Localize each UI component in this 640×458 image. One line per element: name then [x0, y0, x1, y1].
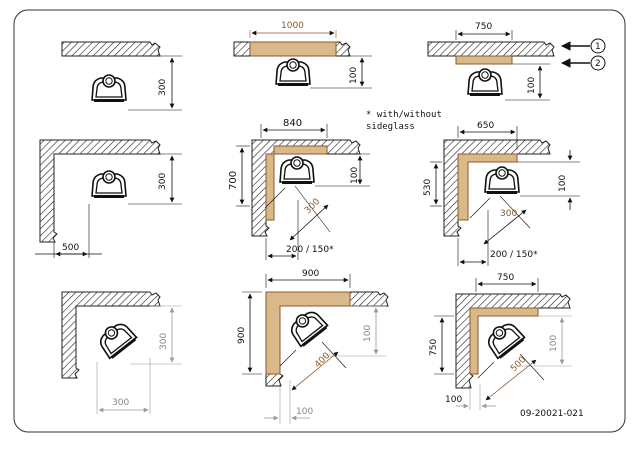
stove-icon — [91, 170, 127, 199]
panel-corner-45-insulated-900: 900 900 100 400 100 — [237, 269, 389, 424]
dimension-label: 500 — [62, 243, 79, 253]
dimension-label: 100 — [445, 395, 462, 405]
dimension-label: 100 — [350, 167, 360, 184]
panel-wall-straight-insulated: 1000 100 — [233, 21, 372, 89]
stove-icon — [481, 316, 527, 361]
dimension-label: 530 — [423, 179, 433, 196]
dimension-label: 900 — [302, 269, 319, 279]
outer-border — [13, 9, 626, 433]
dimension-label: 200 / 150* — [286, 245, 334, 255]
stove-icon — [467, 68, 503, 97]
drawing-code: 09-20021-021 — [520, 409, 584, 419]
dimension-label: 900 — [237, 327, 247, 344]
stove-icon — [279, 156, 315, 185]
dimension-label: 100 — [349, 67, 359, 84]
insulation-plate — [469, 307, 539, 375]
dimension-label: 100 — [549, 335, 559, 352]
dimension-label: 100 — [363, 325, 373, 342]
svg-text:2: 2 — [595, 59, 601, 69]
stove-icon — [93, 316, 139, 361]
stove-icon — [484, 166, 520, 195]
sideglass-note: sideglass — [366, 122, 415, 132]
dimension-label: 750 — [475, 22, 492, 32]
dimension-label: 300 — [158, 79, 168, 96]
panel-corner-insulated-650: 650 530 100 300 200 / 150* — [423, 121, 580, 266]
stove-icon — [284, 304, 330, 349]
dimension-label: 750 — [429, 339, 439, 356]
insulation-plate — [249, 41, 337, 57]
dimension-label: 650 — [477, 121, 494, 131]
panel-corner-basic: 300 500 — [35, 139, 182, 258]
wall — [39, 139, 161, 243]
panel-corner-45-stove: 300 300 — [61, 291, 182, 414]
panel-wall-straight: 300 — [61, 41, 182, 111]
dimension-label: 750 — [497, 273, 514, 283]
dimension-label: 200 / 150* — [490, 250, 538, 260]
dimension-label: 840 — [283, 118, 302, 129]
dimension-label: 300 — [159, 333, 169, 350]
dimension-label: 100 — [527, 77, 537, 94]
dimension-label: 1000 — [281, 21, 304, 31]
stove-icon — [275, 58, 311, 87]
panel-wall-straight-callouts: 750 100 1 2 — [427, 22, 606, 101]
dimension-label: 100 — [296, 407, 313, 417]
callout-2 — [590, 55, 606, 71]
dimension-label: 500 — [509, 355, 528, 374]
insulation-plate — [455, 55, 513, 65]
panel-corner-insulated-840: 840 700 100 300 200 / 150* — [228, 118, 370, 260]
dimension-label: 300 — [112, 398, 129, 408]
wall — [61, 41, 161, 57]
svg-text:1: 1 — [595, 42, 601, 52]
panel-corner-45-insulated-750: 750 750 100 500 100 — [429, 273, 572, 410]
dimension-label: 300 — [158, 173, 168, 190]
dimension-label: 700 — [228, 171, 239, 190]
stove-icon — [91, 74, 127, 103]
dimension-label: 100 — [558, 175, 568, 192]
wall — [427, 41, 555, 57]
insulation-plate — [265, 291, 351, 375]
callout-1 — [590, 38, 606, 54]
sideglass-note: * with/without — [366, 110, 442, 120]
dimension-label: 300 — [500, 209, 517, 219]
wall — [61, 291, 161, 379]
insulation-plate — [457, 153, 518, 221]
dimension-label: 400 — [313, 351, 332, 370]
